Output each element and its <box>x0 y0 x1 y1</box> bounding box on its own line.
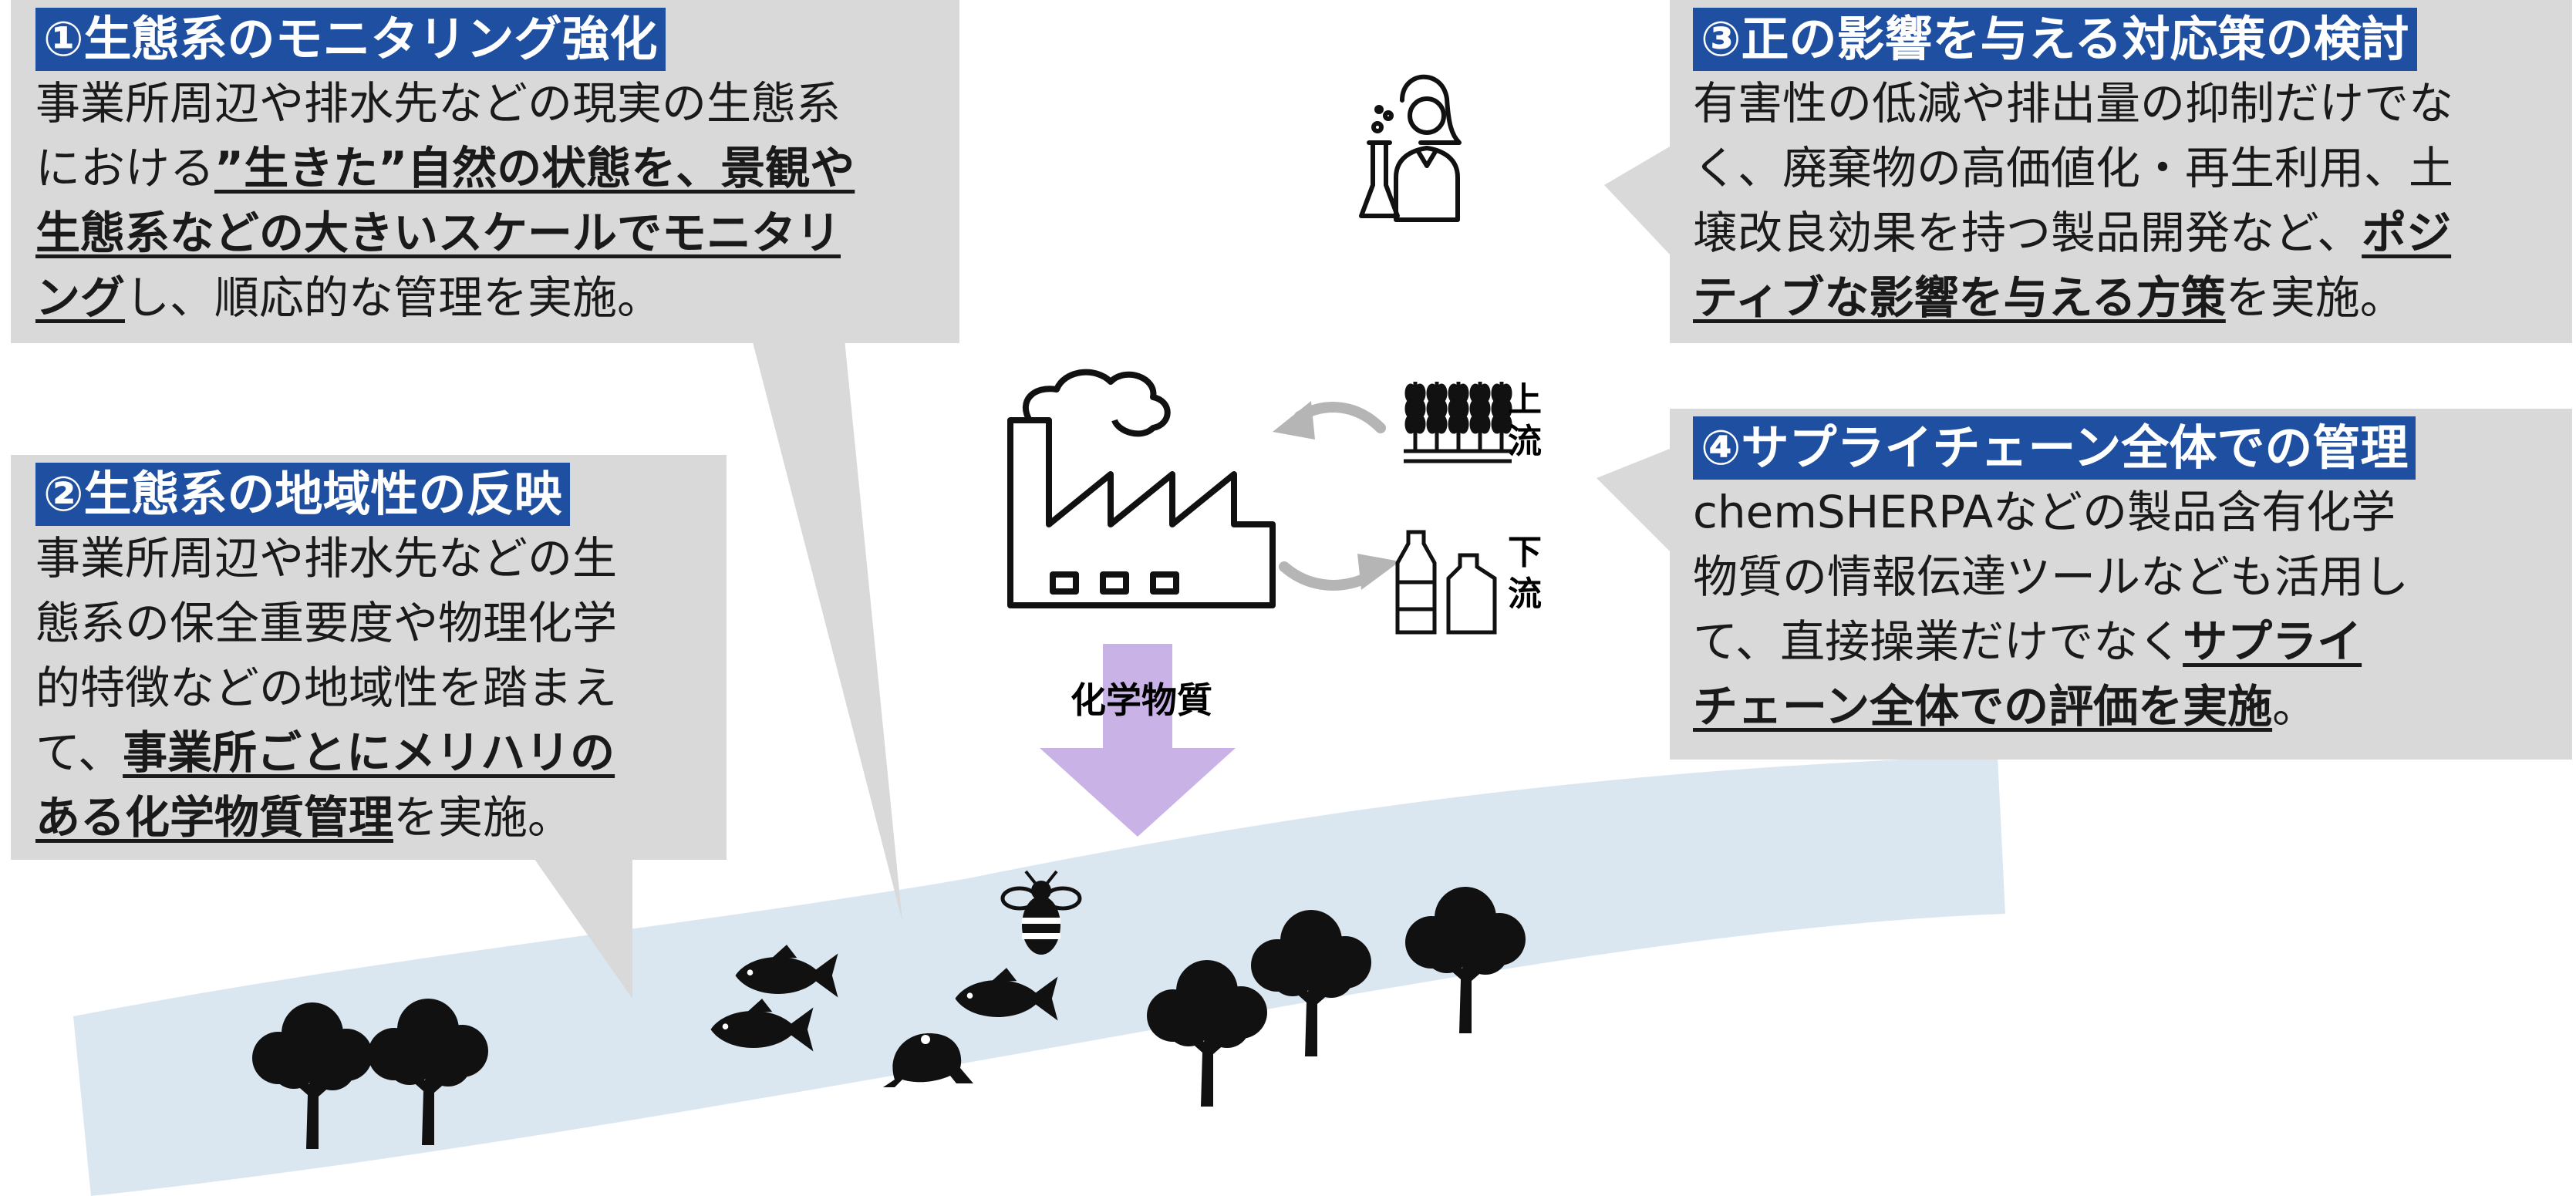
callout-line: 態系の保全重要度や物理化学 <box>35 591 727 655</box>
callout-line: における”生きた”自然の状態を、景観や <box>35 136 959 200</box>
callout-line: ティブな影響を与える方策を実施。 <box>1693 265 2572 330</box>
callout-body: 事業所周辺や排水先などの生態系の保全重要度や物理化学的特徴などの地域性を踏まえて… <box>35 526 727 850</box>
bubble-tail-3 <box>1604 147 1670 254</box>
callout-line: て、事業所ごとにメリハリの <box>35 720 727 785</box>
upstream-label: 上流 <box>1508 380 1542 461</box>
callout-line: 的特徴などの地域性を踏まえ <box>35 655 727 720</box>
downstream-arrowhead <box>1357 554 1400 590</box>
body-text: 的特徴などの地域性を踏まえ <box>35 662 618 714</box>
callout-line: 事業所周辺や排水先などの生 <box>35 526 727 591</box>
bee-icon <box>1000 870 1082 955</box>
downstream-label: 下流 <box>1508 533 1542 614</box>
factory-icon <box>1007 369 1276 608</box>
scientist-icon <box>1359 74 1462 222</box>
emphasis-text: サプライ <box>2183 615 2362 668</box>
body-text: 有害性の低減や排出量の抑制だけでな <box>1693 77 2454 130</box>
callout-box-regional-characteristics: ②生態系の地域性の反映 事業所周辺や排水先などの生態系の保全重要度や物理化学的特… <box>11 455 727 860</box>
callout-line: chemSHERPAなどの製品含有化学 <box>1693 480 2572 544</box>
callout-header: ③正の影響を与える対応策の検討 <box>1693 8 2417 71</box>
emphasis-text: ティブな影響を与える方策 <box>1693 271 2226 324</box>
river-band <box>73 756 2005 1196</box>
callout-header: ①生態系のモニタリング強化 <box>35 8 666 71</box>
callout-box-ecosystem-monitoring: ①生態系のモニタリング強化 事業所周辺や排水先などの現実の生態系における”生きた… <box>11 0 959 343</box>
callout-line: く、廃棄物の高価値化・再生利用、土 <box>1693 136 2572 200</box>
emphasis-text: ある化学物質管理 <box>35 791 394 844</box>
callout-line: ある化学物質管理を実施。 <box>35 785 727 850</box>
callout-line: 壌改良効果を持つ製品開発など、ポジ <box>1693 200 2572 265</box>
callout-line: 有害性の低減や排出量の抑制だけでな <box>1693 71 2572 136</box>
callout-body: 有害性の低減や排出量の抑制だけでなく、廃棄物の高価値化・再生利用、土壌改良効果を… <box>1693 71 2572 330</box>
emphasis-text: ポジ <box>2362 207 2452 259</box>
body-text: を実施。 <box>393 791 573 844</box>
callout-line: 物質の情報伝達ツールなども活用し <box>1693 544 2572 609</box>
bubble-tail-2 <box>532 856 632 999</box>
callout-box-supply-chain: ④サプライチェーン全体での管理 chemSHERPAなどの製品含有化学物質の情報… <box>1670 409 2572 760</box>
body-text: て、直接操業だけでなく <box>1693 615 2183 668</box>
callout-line: チェーン全体での評価を実施。 <box>1693 674 2572 739</box>
body-text: 物質の情報伝達ツールなども活用し <box>1693 551 2409 603</box>
emphasis-text: ”生きた”自然の状態を、景観や <box>214 142 855 194</box>
callout-body: 事業所周辺や排水先などの現実の生態系における”生きた”自然の状態を、景観や生態系… <box>35 71 959 330</box>
callout-line: 生態系などの大きいスケールでモニタリ <box>35 200 959 265</box>
body-text: における <box>35 142 215 194</box>
callout-box-positive-impact: ③正の影響を与える対応策の検討 有害性の低減や排出量の抑制だけでなく、廃棄物の高… <box>1670 0 2572 343</box>
body-text: し、順応的な管理を実施。 <box>125 271 663 324</box>
body-text: 事業所周辺や排水先などの生 <box>35 532 618 585</box>
callout-line: て、直接操業だけでなくサプライ <box>1693 609 2572 674</box>
callout-body: chemSHERPAなどの製品含有化学物質の情報伝達ツールなども活用して、直接操… <box>1693 480 2572 739</box>
callout-line: ングし、順応的な管理を実施。 <box>35 265 959 330</box>
callout-header: ④サプライチェーン全体での管理 <box>1693 416 2416 480</box>
bubble-tail-1 <box>752 339 902 921</box>
body-text: を実施。 <box>2225 271 2405 324</box>
frog-icon <box>883 1033 973 1087</box>
bubble-tail-4 <box>1597 447 1674 555</box>
emphasis-text: 生態系などの大きいスケールでモニタリ <box>35 207 841 259</box>
chemical-arrow <box>1040 644 1236 837</box>
body-text: 態系の保全重要度や物理化学 <box>35 597 618 649</box>
body-text: chemSHERPAなどの製品含有化学 <box>1693 486 2396 538</box>
emphasis-text: 事業所ごとにメリハリの <box>123 726 615 779</box>
emphasis-text: ング <box>35 271 126 324</box>
body-text: く、廃棄物の高価値化・再生利用、土 <box>1693 142 2454 194</box>
body-text: て、 <box>35 726 123 779</box>
body-text: 壌改良効果を持つ製品開発など、 <box>1693 207 2362 259</box>
wheat-icon <box>1404 382 1512 463</box>
chemical-label: 化学物質 <box>1071 679 1212 721</box>
emphasis-text: チェーン全体での評価を実施 <box>1693 680 2273 733</box>
upstream-arrowhead <box>1273 401 1315 440</box>
callout-header: ②生態系の地域性の反映 <box>35 463 570 526</box>
body-text: 。 <box>2272 680 2318 733</box>
bottles-icon <box>1395 530 1497 635</box>
body-text: 事業所周辺や排水先などの現実の生態系 <box>35 77 841 130</box>
callout-line: 事業所周辺や排水先などの現実の生態系 <box>35 71 959 136</box>
